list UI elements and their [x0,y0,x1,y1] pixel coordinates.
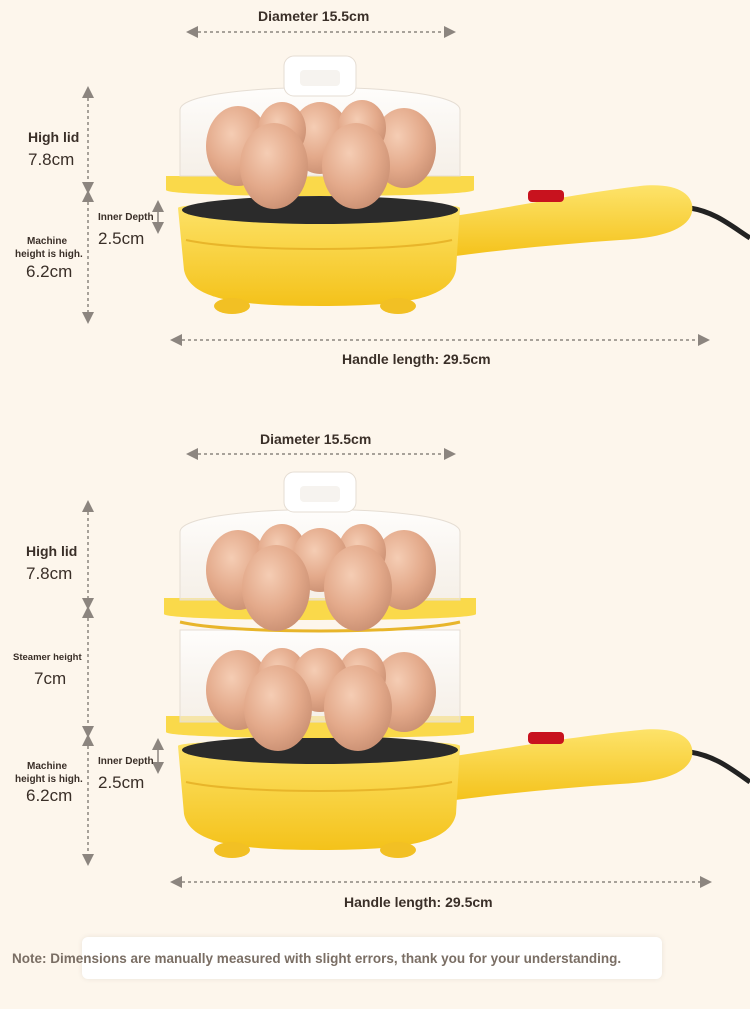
note-background [82,937,662,979]
bottom-steamer-height-label: Steamer height [13,652,82,663]
note-text: Dimensions are manually measured with sl… [50,951,622,966]
bottom-machine-height-label-2: height is high. [15,774,83,785]
top-inner-depth-value: 2.5cm [98,229,145,248]
note-prefix: Note: [12,951,51,966]
top-high-lid-label: High lid [28,129,80,145]
top-high-lid-value: 7.8cm [28,150,75,169]
measurement-note: Note: Dimensions are manually measured w… [12,941,662,977]
bottom-machine-height-value: 6.2cm [26,786,73,805]
top-handle-length-label: Handle length: 29.5cm [342,351,491,367]
top-machine-height-value: 6.2cm [26,262,73,281]
bottom-high-lid-value: 7.8cm [26,564,73,583]
top-machine-height-label-2: height is high. [15,249,83,260]
bottom-inner-depth-label: Inner Depth [98,756,154,767]
top-inner-depth-label: Inner Depth [98,212,154,223]
bottom-machine-height-label-1: Machine [27,761,68,772]
single-layer-cooker-panel: Diameter 15.5cm High lid 7.8cm Inner Dep… [0,0,750,380]
bottom-handle-length-label: Handle length: 29.5cm [344,894,493,910]
bottom-steamer-height-value: 7cm [34,669,67,688]
bottom-inner-depth-value: 2.5cm [98,773,145,792]
bottom-diameter-label: Diameter 15.5cm [260,431,372,447]
single-layer-cooker-illustration [82,26,750,346]
top-machine-height-label-1: Machine [27,236,68,247]
double-layer-cooker-illustration [82,448,750,888]
top-diameter-label: Diameter 15.5cm [258,8,370,24]
bottom-high-lid-label: High lid [26,543,78,559]
double-layer-cooker-panel: Diameter 15.5cm High lid 7.8cm Steamer h… [0,420,750,920]
